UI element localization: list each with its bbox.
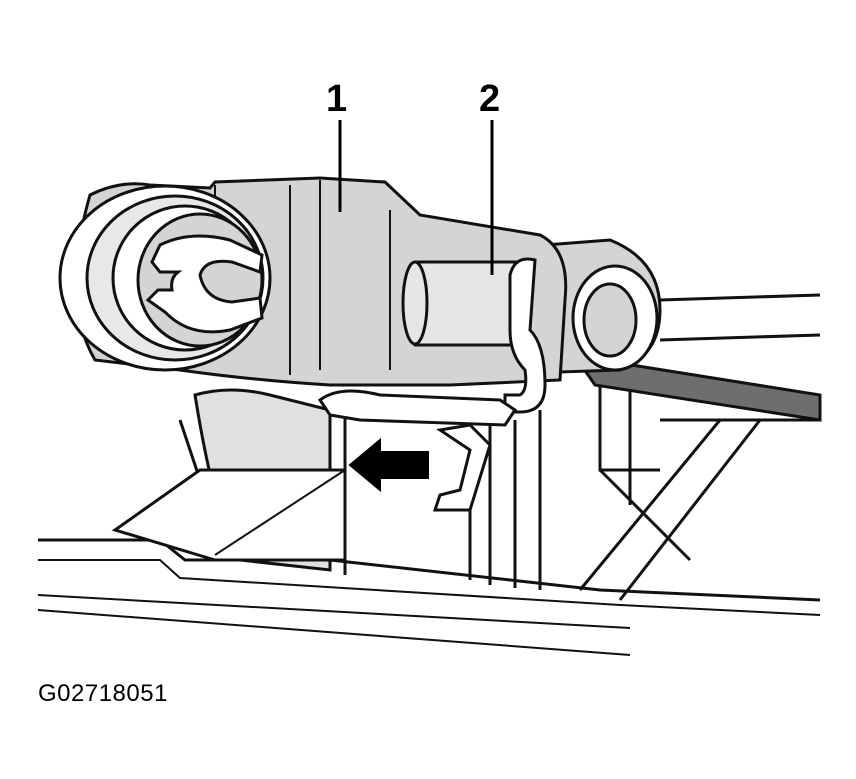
figure-code: G02718051 (38, 680, 168, 707)
body-panel (37, 538, 821, 656)
retaining-clip (317, 257, 547, 512)
pivot-pin (401, 260, 522, 347)
support-bracket (111, 388, 542, 590)
callout-label-1: 1 (326, 78, 348, 120)
arrow-leader-line (214, 469, 346, 556)
ball-socket-left (58, 184, 272, 372)
callout-label-2: 2 (479, 78, 501, 120)
pivot-boss-right (543, 238, 662, 374)
c-clip (145, 234, 264, 334)
direction-arrow (348, 437, 429, 493)
